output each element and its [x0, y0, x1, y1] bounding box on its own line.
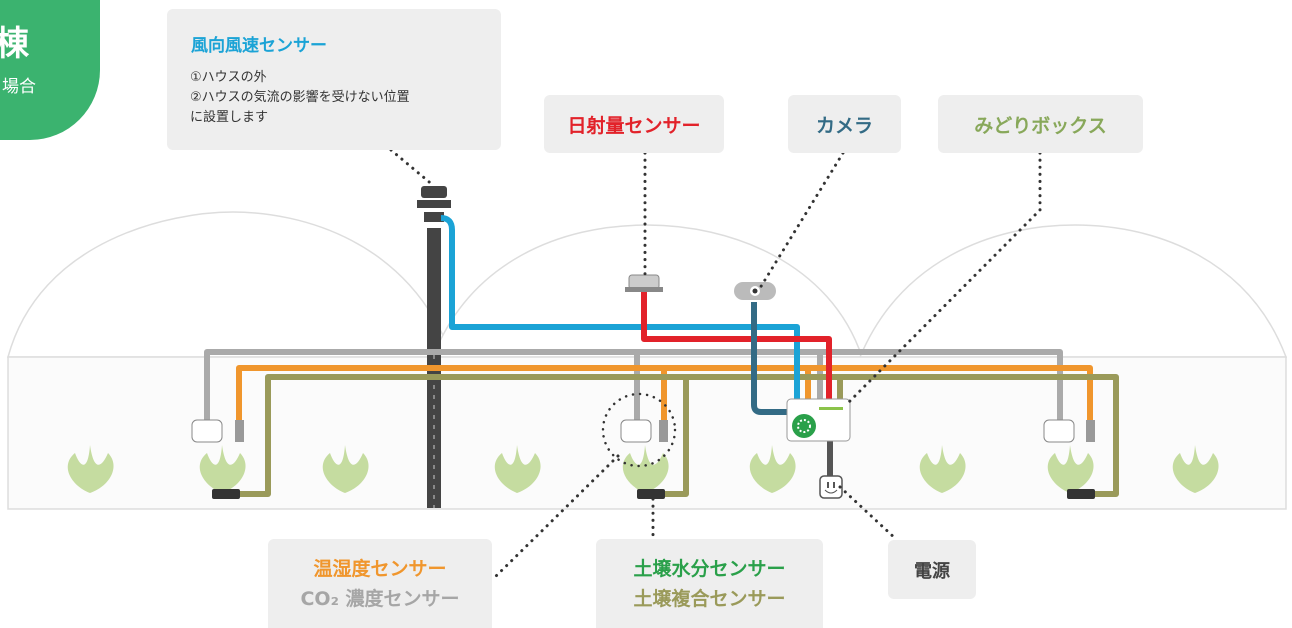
- temp-humidity-label: 温湿度センサー: [313, 557, 447, 580]
- plants: [67, 445, 1219, 493]
- cables: [204, 215, 1119, 497]
- solar-sensor-label: 日射量センサー: [544, 95, 724, 153]
- olive-cable: [240, 374, 1119, 497]
- temp-co2-callout: 温湿度センサー CO₂ 濃度センサー: [268, 539, 492, 628]
- badge-subtitle: 場合: [2, 77, 36, 97]
- devices: [191, 274, 1095, 499]
- olive-cable-mid: [665, 377, 689, 497]
- camera-cable: [751, 302, 790, 415]
- badge-title: 連棟: [0, 24, 30, 64]
- solar-sensor: [625, 274, 663, 292]
- red-cable: [641, 292, 832, 400]
- co2-label: CO₂ 濃度センサー: [300, 587, 460, 610]
- temp-sensor-mid: [620, 419, 652, 443]
- midori-box-label: みどりボックス: [938, 95, 1143, 153]
- soil-moisture-label: 土壌水分センサー: [633, 557, 786, 580]
- wind-sensor-title: 風向風速センサー: [191, 36, 327, 56]
- temp-sensor-right: [1043, 419, 1075, 443]
- blue-cable: [440, 215, 800, 400]
- gray-cable: [204, 349, 1063, 420]
- camera-device: [734, 282, 776, 300]
- power-label: 電源: [888, 540, 976, 599]
- co2-sensors: [235, 420, 1095, 442]
- soil-sensor-callout: 土壌水分センサー 土壌複合センサー: [596, 539, 823, 628]
- wind-desc-line-2: ②ハウスの気流の影響を受けない位置: [190, 90, 410, 105]
- temp-sensor-left: [191, 419, 223, 443]
- soil-sensors: [212, 489, 1095, 499]
- soil-composite-label: 土壌複合センサー: [633, 587, 786, 610]
- midori-box: [786, 398, 851, 442]
- wind-sensor-callout: 風向風速センサー ①ハウスの外 ②ハウスの気流の影響を受けない位置 に設置します: [167, 9, 501, 150]
- leader-lines: [389, 148, 1042, 582]
- wind-desc-line-3: に設置します: [190, 110, 269, 125]
- wind-desc-line-1: ①ハウスの外: [190, 70, 267, 85]
- camera-label: カメラ: [788, 95, 901, 153]
- power-plug: [819, 475, 843, 499]
- wind-sensor-description: ①ハウスの外 ②ハウスの気流の影響を受けない位置 に設置します: [190, 68, 490, 128]
